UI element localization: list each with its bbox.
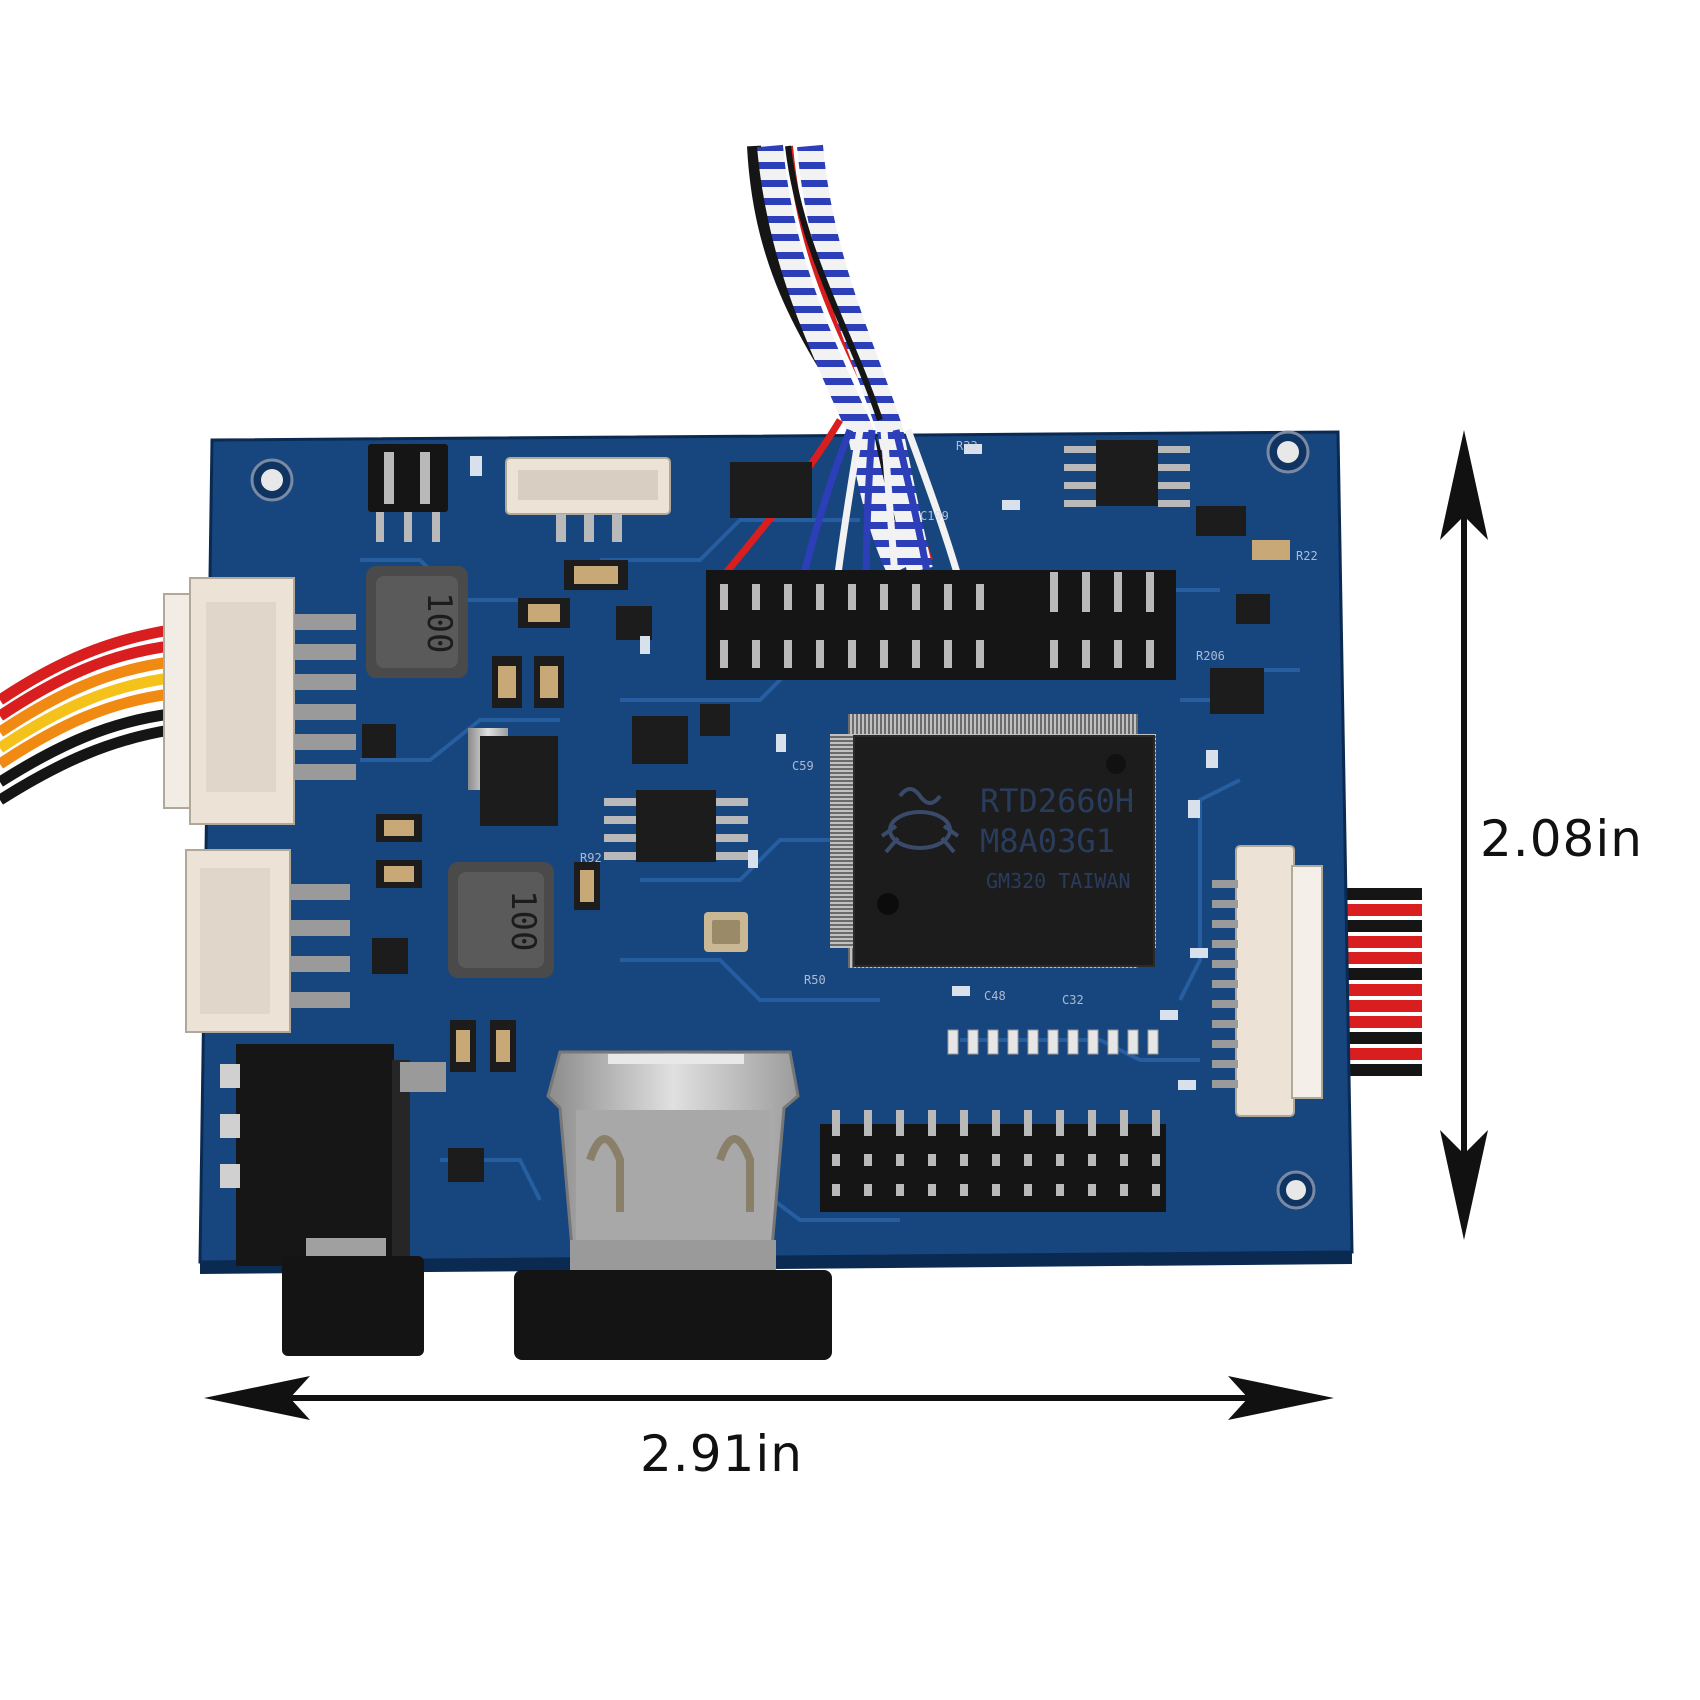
chip-marking-line2: M8A03G1 [980, 822, 1115, 860]
svg-text:R22: R22 [1296, 549, 1318, 563]
dc-power-jack [220, 1044, 446, 1356]
inductor-top: 100 [366, 566, 468, 678]
mounting-holes [250, 430, 1316, 1210]
chip-marking-line1: RTD2660H [980, 782, 1134, 820]
width-dimension-arrow [204, 1376, 1334, 1420]
left-power-connector [163, 577, 356, 825]
width-dimension-label: 2.91in [640, 1425, 803, 1483]
svg-text:C32: C32 [1062, 993, 1084, 1007]
top-jumper-header [368, 444, 448, 542]
inductor-bottom: 100 [448, 862, 554, 978]
top-white-connector [505, 457, 671, 542]
right-fpc-connector [1212, 845, 1323, 1117]
svg-text:C199: C199 [920, 509, 949, 523]
svg-text:R33: R33 [956, 439, 978, 453]
crystal-oscillator [704, 912, 748, 952]
inductor-top-marking: 100 [419, 592, 459, 653]
main-chip: RTD2660H M8A03G1 GM320 TAIWAN [830, 714, 1156, 968]
left-lower-connector [185, 849, 350, 1033]
voltage-regulator [468, 728, 558, 826]
smd-components [362, 444, 1290, 1182]
eeprom-top-right [1064, 440, 1190, 507]
svg-text:C59: C59 [792, 759, 814, 773]
lvds-header [706, 570, 1176, 680]
svg-text:C48: C48 [984, 989, 1006, 1003]
height-dimension-arrow [1440, 430, 1488, 1240]
svg-text:R50: R50 [804, 973, 826, 987]
svg-text:R92: R92 [580, 851, 602, 865]
right-red-black-wires [1330, 888, 1422, 1076]
bottom-pin-header [820, 1110, 1166, 1212]
svg-text:R206: R206 [1196, 649, 1225, 663]
chip-marking-line3: GM320 TAIWAN [986, 869, 1131, 893]
realtek-crab-logo [880, 787, 960, 854]
left-power-wires [0, 624, 171, 805]
small-ic-top [730, 462, 812, 518]
silkscreen-markings: R33 C199 R22 R206 C59 R50 C48 C32 R92 [580, 439, 1318, 1007]
height-dimension-label: 2.08in [1480, 810, 1643, 868]
hdmi-port [514, 1050, 832, 1360]
small-ic-center [604, 790, 748, 862]
inductor-bottom-marking: 100 [503, 890, 543, 951]
